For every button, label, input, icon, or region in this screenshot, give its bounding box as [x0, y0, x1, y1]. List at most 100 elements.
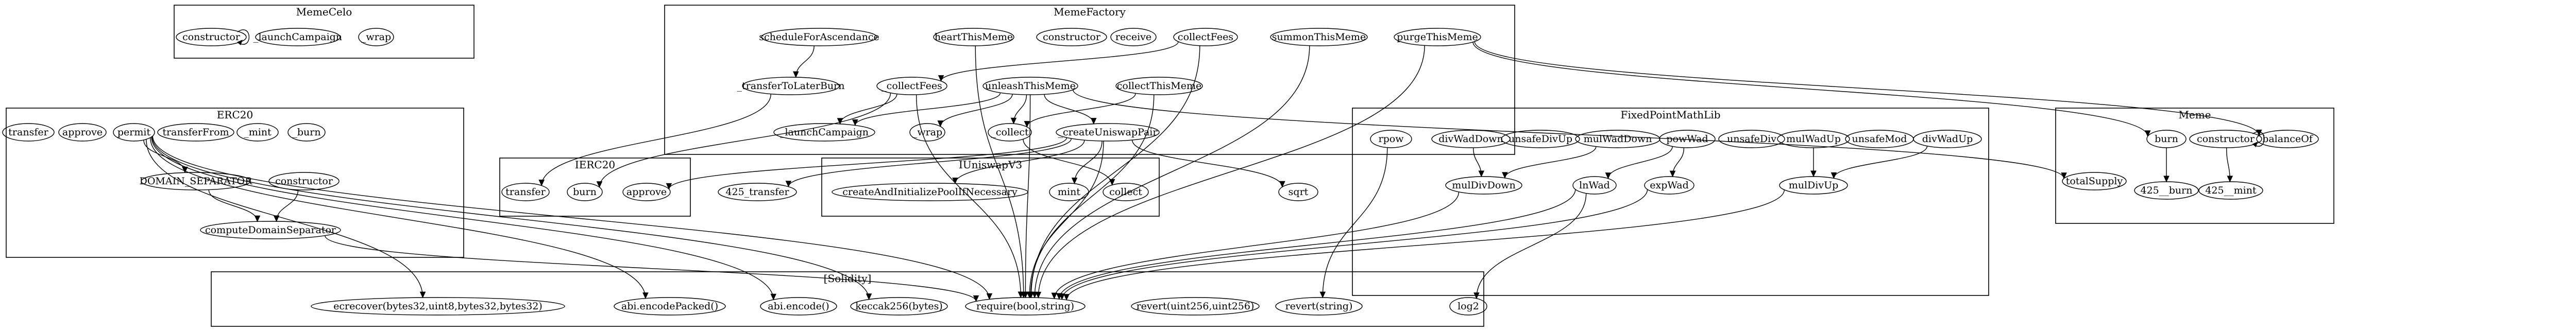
edge-mf_unleashThisMeme-to-mf_collect: [1010, 94, 1027, 125]
edge-line: [1066, 189, 1785, 300]
node-mc-launchCampaign[interactable]: _launchCampaign: [253, 28, 342, 46]
node-rpow[interactable]: rpow: [1370, 130, 1412, 148]
node-fp-powWad[interactable]: powWad: [1659, 130, 1716, 148]
edge-mf_createUniswapPair-to-x_425_transfer: [785, 138, 1072, 187]
node-sol-require[interactable]: require(bool,string): [965, 297, 1086, 316]
node-fp-mulWadUp[interactable]: mulWadUp: [1777, 130, 1850, 148]
node-fp-divWadDown[interactable]: divWadDown: [1431, 130, 1511, 148]
node-erc-DOMAIN-SEPARATOR[interactable]: DOMAIN_SEPARATOR: [140, 172, 253, 190]
cluster-memecelo: MemeCelo: [174, 5, 474, 59]
edge-arrowhead: [1109, 179, 1115, 186]
cluster-frame: [1352, 108, 1989, 296]
node-ellipse: [876, 77, 947, 95]
node-mf-unleashThisMeme[interactable]: unleashThisMeme: [982, 77, 1078, 95]
node-mf-receive[interactable]: receive: [1110, 28, 1157, 46]
node-mf-wrap[interactable]: _wrap: [909, 123, 945, 142]
node-meme-425-burn[interactable]: 425__burn: [2134, 181, 2199, 200]
node-ellipse: [773, 123, 875, 142]
node-ellipse: [1056, 123, 1160, 142]
node-erc-mint[interactable]: _mint: [236, 123, 279, 142]
node-ellipse: [1449, 297, 1487, 316]
cluster-erc20: ERC20: [6, 108, 464, 258]
node-fp-log2[interactable]: log2: [1449, 297, 1487, 316]
node-ierc-transfer[interactable]: transfer: [501, 183, 550, 201]
cluster-frame: [2055, 108, 2334, 224]
node-erc-approve[interactable]: approve: [58, 123, 107, 142]
node-erc-transferFrom[interactable]: transferFrom: [157, 123, 234, 142]
node-fp-divWadUp[interactable]: divWadUp: [1913, 130, 1982, 148]
node-meme-burn[interactable]: burn: [2146, 130, 2187, 148]
node-sol-encodePacked[interactable]: abi.encodePacked(): [614, 297, 726, 316]
node-uni-collect[interactable]: collect: [1103, 183, 1149, 201]
node-sol-revert2[interactable]: revert(uint256,uint256): [1131, 297, 1260, 316]
node-mf-transferToLaterBurn[interactable]: _transferToLaterBurn: [737, 77, 845, 95]
edge-line: [152, 136, 990, 300]
node-label: summonThisMeme: [1272, 31, 1366, 43]
edges-layer: [143, 29, 2265, 302]
edge-fp_mulDivDown-to-sol_require: [1051, 191, 1460, 300]
node-mf-collectFees[interactable]: _collectFees: [876, 77, 947, 95]
node-ellipse: [761, 28, 877, 46]
node-fp-mulDivUp[interactable]: mulDivUp: [1779, 176, 1848, 195]
node-sol-ecrecover[interactable]: ecrecover(bytes32,uint8,bytes32,bytes32): [311, 297, 565, 316]
edge-line: [1607, 146, 1673, 179]
node-fp-unsafeDivUp[interactable]: unsafeDivUp: [1501, 130, 1580, 148]
node-sol-encode[interactable]: abi.encode(): [760, 297, 837, 316]
node-mc-constructor[interactable]: constructor: [176, 28, 247, 46]
node-totalSupply[interactable]: totalSupply: [2062, 172, 2127, 190]
cluster-label-memefactory: MemeFactory: [1054, 6, 1126, 18]
node-ellipse: [268, 172, 340, 190]
node-ierc-burn[interactable]: burn: [567, 183, 603, 201]
node-erc-constructor[interactable]: constructor: [268, 172, 340, 190]
node-label: computeDomainSeparator: [205, 224, 336, 236]
node-mf-collectThisMeme[interactable]: collectThisMeme: [1115, 77, 1203, 95]
node-fp-unsafeMod[interactable]: unsafeMod: [1845, 130, 1914, 148]
node-mf-scheduleForAscendance[interactable]: scheduleForAscendance: [759, 28, 879, 46]
node-mf-constructor[interactable]: constructor: [1036, 28, 1107, 46]
node-sqrt[interactable]: sqrt: [1278, 183, 1318, 201]
node-label: rpow: [1379, 133, 1404, 145]
node-mc-wrap[interactable]: _wrap: [358, 28, 394, 46]
node-sol-keccak[interactable]: keccak256(bytes): [850, 297, 948, 316]
node-ellipse: [1777, 130, 1850, 148]
node-mf-launchCampaign[interactable]: _launchCampaign: [773, 123, 875, 142]
node-mf-createUniswapPair[interactable]: _createUniswapPair: [1056, 123, 1160, 142]
node-mf-summonThisMeme[interactable]: summonThisMeme: [1270, 28, 1368, 46]
node-fp-mulDivDown[interactable]: mulDivDown: [1445, 176, 1522, 195]
node-fp-unsafeDiv[interactable]: unsafeDiv: [1718, 130, 1785, 148]
node-uni-mint[interactable]: mint: [1049, 183, 1089, 201]
node-mf-collectFees-pub[interactable]: collectFees: [1173, 28, 1238, 46]
node-erc-burn[interactable]: _burn: [287, 123, 326, 142]
node-ellipse: [157, 123, 234, 142]
node-fp-expWad[interactable]: expWad: [1644, 176, 1694, 195]
node-label: heartThisMeme: [935, 31, 1013, 43]
node-erc-transfer[interactable]: transfer: [2, 123, 55, 142]
node-erc-permit[interactable]: permit: [113, 123, 155, 142]
node-label: approve: [62, 127, 103, 138]
node-fp-mulWadDown[interactable]: mulWadDown: [1575, 130, 1660, 148]
node-fp-lnWad[interactable]: lnWad: [1572, 176, 1617, 195]
edge-arrowhead: [852, 119, 858, 126]
edge-mf_summonThisMeme-to-sol_require: [1031, 45, 1310, 299]
edge-line: [1504, 146, 1597, 178]
node-erc-computeDomainSeparator[interactable]: computeDomainSeparator: [200, 221, 341, 239]
node-ellipse: [1110, 28, 1157, 46]
node-sol-revert1[interactable]: revert(string): [1275, 297, 1363, 316]
node-mf-collect[interactable]: _collect: [988, 123, 1032, 142]
node-meme-balanceOf[interactable]: balanceOf: [2256, 130, 2319, 148]
node-mf-purgeThisMeme[interactable]: purgeThisMeme: [1394, 28, 1481, 46]
node-uni-createAndInit[interactable]: createAndInitializePoolIfNecessary: [832, 183, 1028, 201]
node-label: _wrap: [361, 31, 391, 43]
edge-mf_unleashThisMeme-to-mf_createUniswapPair: [1044, 94, 1097, 125]
node-label: abi.encode(): [768, 301, 829, 312]
edge-arrowhead: [1026, 291, 1032, 299]
node-meme-425-mint[interactable]: 425__mint: [2198, 181, 2263, 200]
node-x-425-transfer[interactable]: 425_transfer: [718, 183, 797, 201]
cluster-solidity: [Solidity]: [211, 271, 1484, 327]
edge-line: [541, 94, 771, 186]
edge-mf_createUniswapPair-to-ierc_approve: [666, 137, 1067, 190]
node-ierc-approve[interactable]: approve: [622, 183, 671, 201]
node-ellipse: [2256, 130, 2319, 148]
node-meme-constructor[interactable]: constructor: [2189, 130, 2262, 148]
node-mf-heartThisMeme[interactable]: heartThisMeme: [933, 28, 1014, 46]
